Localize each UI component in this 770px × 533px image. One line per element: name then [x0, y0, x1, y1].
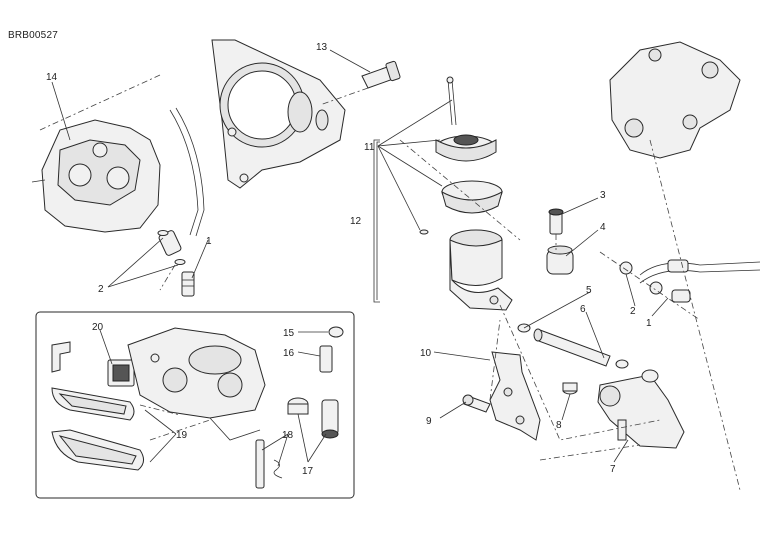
- bleed-screw-cap: [321, 399, 339, 439]
- rear-brake-caliper[interactable]: [31, 119, 161, 233]
- callout-9: 9: [426, 416, 432, 427]
- inset-caliper: [127, 327, 266, 441]
- bleed-valve-15: [328, 326, 344, 338]
- callout-2-right: 2: [630, 306, 636, 317]
- reservoir-gasket: [419, 229, 429, 235]
- leader-lines: [51, 49, 669, 467]
- callout-11: 11: [364, 142, 375, 153]
- hose-clamp-b: [615, 359, 629, 369]
- callout-5: 5: [586, 285, 592, 296]
- pad-pin-18: [255, 439, 283, 489]
- callout-19: 19: [176, 430, 188, 441]
- rear-master-cylinder: [597, 369, 685, 449]
- callout-6: 6: [580, 304, 586, 315]
- callout-1-right: 1: [646, 318, 652, 329]
- washer-left-b: [174, 259, 186, 265]
- callout-20: 20: [92, 322, 104, 333]
- callout-7: 7: [610, 464, 616, 475]
- callout-18: 18: [282, 430, 294, 441]
- bleed-screw-16: [319, 345, 333, 373]
- callout-14: 14: [46, 72, 58, 83]
- nut-8: [562, 382, 578, 395]
- master-cylinder-bracket: [609, 41, 741, 159]
- bleed-screw-right: [671, 289, 691, 303]
- brake-hose: [169, 109, 199, 236]
- drawing-code: BRB00527: [8, 30, 58, 41]
- reservoir-hose-6: [533, 328, 611, 367]
- callout-3: 3: [600, 190, 606, 201]
- washer-right-a: [619, 261, 633, 275]
- caliper-mount-plate: [211, 39, 346, 189]
- bleed-screw-left: [181, 271, 195, 297]
- pin-3: [548, 208, 564, 235]
- brake-pad-upper: [51, 387, 135, 421]
- callout-8: 8: [556, 420, 562, 431]
- reservoir-screw: [446, 76, 457, 126]
- bleed-cap-17: [287, 397, 309, 415]
- callout-2-left: 2: [98, 284, 104, 295]
- callout-13: 13: [316, 42, 328, 53]
- callout-15: 15: [283, 328, 295, 339]
- rubber-bushing-4: [546, 245, 574, 275]
- callout-16: 16: [283, 348, 295, 359]
- callout-4: 4: [600, 222, 606, 233]
- callout-10: 10: [420, 348, 432, 359]
- callout-12: 12: [350, 216, 362, 227]
- washer-left-a: [157, 230, 169, 236]
- bolt-9: [462, 394, 491, 413]
- pad-spring-20: [51, 341, 135, 387]
- right-brake-hose: [639, 259, 761, 284]
- washer-right-b: [649, 281, 663, 295]
- callout-1-left: 1: [206, 236, 212, 247]
- reservoir-diaphragm: [441, 180, 503, 214]
- mounting-plate-10: [489, 351, 541, 441]
- bracket-12: [373, 139, 380, 303]
- bolt-13: [361, 60, 401, 89]
- callout-17: 17: [302, 466, 314, 477]
- brake-fluid-reservoir: [449, 229, 513, 311]
- brake-pad-lower: [51, 429, 144, 471]
- reservoir-cap: [435, 134, 497, 162]
